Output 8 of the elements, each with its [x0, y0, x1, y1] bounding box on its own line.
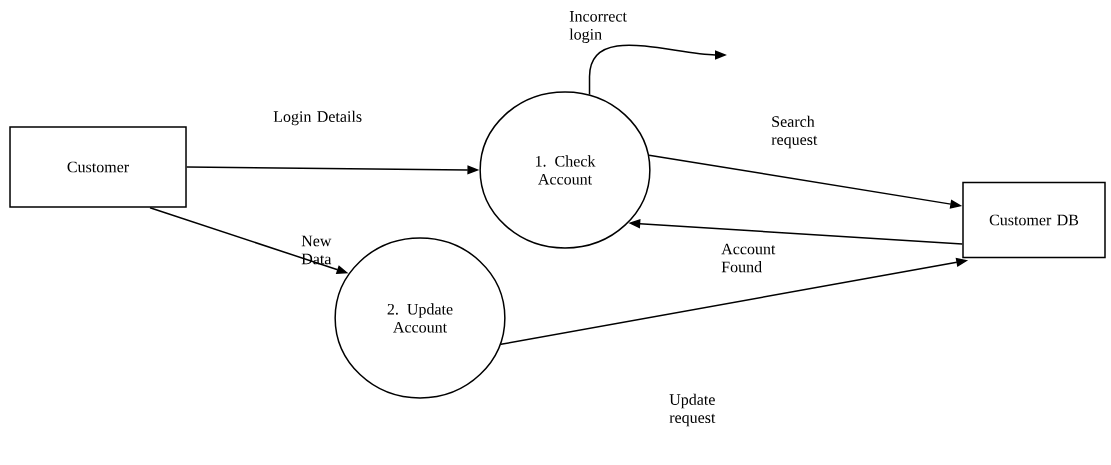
edge-label: Login Details	[273, 110, 362, 126]
edge-label: Update request	[669, 393, 716, 427]
entity-box: Customer	[9, 126, 187, 208]
edge-label: Incorrect login	[569, 11, 627, 43]
edge-label: New Data	[301, 235, 332, 265]
entity-box: Customer DB	[962, 181, 1106, 259]
edge-label: Search request	[771, 115, 818, 149]
edge-label: Account Found	[721, 243, 776, 273]
